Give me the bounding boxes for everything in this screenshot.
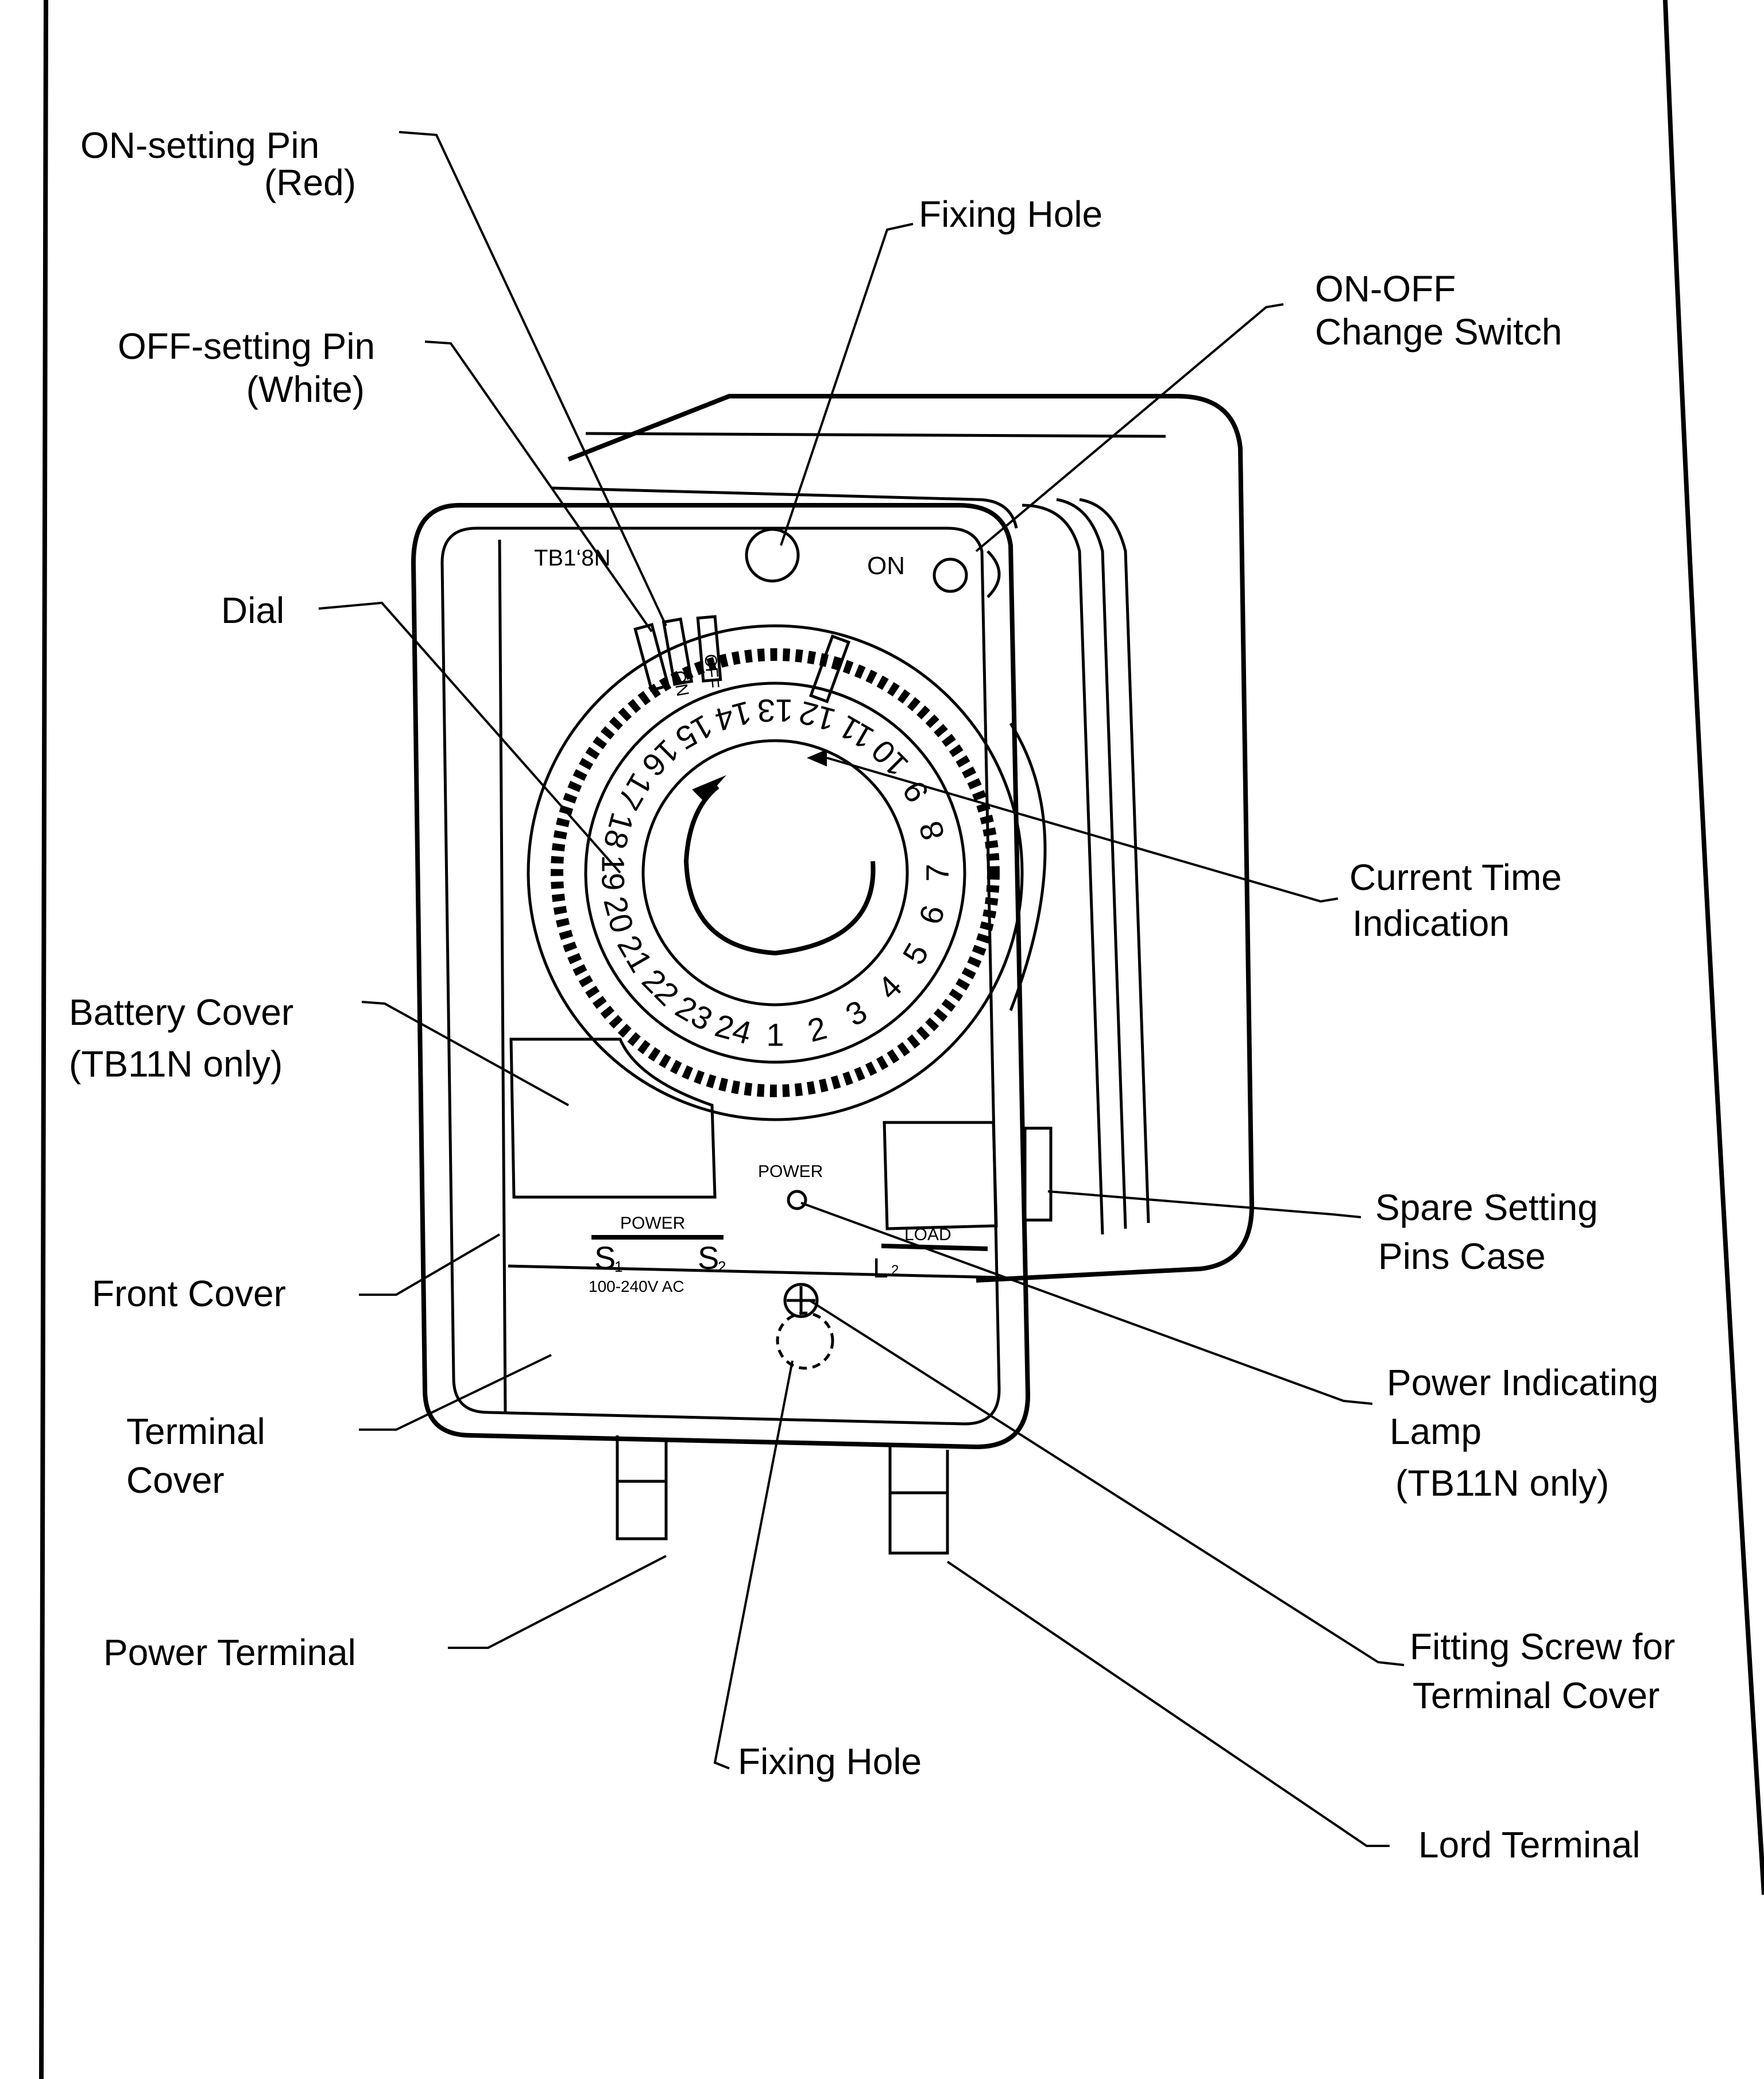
label-spare-setting-pins-case: Spare Setting	[1375, 1187, 1598, 1228]
on-off-switch-knob[interactable]	[933, 558, 968, 593]
dial-hour-5: 5	[895, 937, 935, 970]
label-terminal-cover: Terminal	[126, 1411, 265, 1452]
svg-text:(Red): (Red)	[264, 162, 356, 203]
spare-setting-pins-case[interactable]	[1023, 1126, 1053, 1222]
svg-text:ON: ON	[669, 669, 692, 698]
label-dial: Dial	[221, 590, 284, 631]
svg-text:Pins Case: Pins Case	[1378, 1236, 1546, 1277]
front-cover	[411, 503, 1031, 1450]
label-on-off-change-switch: ON-OFF	[1315, 268, 1456, 309]
svg-text:Change Switch: Change Switch	[1315, 311, 1562, 353]
svg-text:OFF: OFF	[701, 653, 722, 690]
label-power-indicating-lamp: Power Indicating	[1387, 1362, 1658, 1403]
label-off-setting-pin: OFF-setting Pin	[118, 326, 375, 367]
terminal-cover-edge	[508, 1264, 1000, 1279]
dial-hour-20: 20	[597, 893, 641, 936]
dial-hour-7: 7	[919, 864, 956, 881]
dial-hour-2: 2	[804, 1009, 830, 1049]
part-labels: ON-setting Pin (Red) Fixing Hole ON-OFF …	[69, 125, 1675, 1865]
svg-text:Indication: Indication	[1352, 903, 1510, 944]
label-battery-cover: Battery Cover	[69, 992, 293, 1033]
rotation-arrowhead	[692, 775, 726, 801]
off-setting-pin-shape[interactable]	[633, 622, 670, 692]
dial-plate	[527, 624, 1024, 1121]
dial-hour-6: 6	[912, 901, 951, 928]
rotation-arrow	[683, 784, 876, 956]
leader-lines	[318, 131, 1405, 1847]
svg-text:Cover: Cover	[126, 1459, 225, 1501]
dial-hour-18: 18	[597, 809, 641, 853]
dial-gear-ring	[551, 648, 1000, 1097]
dial-hour-1: 1	[766, 1017, 784, 1053]
power-terminal-shape	[616, 1435, 668, 1540]
battery-cover[interactable]	[509, 1037, 717, 1199]
svg-text:Lamp: Lamp	[1390, 1411, 1481, 1452]
dial-hour-24: 24	[711, 1007, 755, 1051]
model-marking: TB1‘8N	[534, 545, 610, 571]
rear-housing	[567, 394, 1255, 1283]
right-page-edge	[1663, 0, 1764, 1895]
fixing-hole-bottom-shape	[776, 1311, 834, 1370]
dial-side-gear	[1009, 722, 1047, 1011]
dial-hour-12: 12	[795, 694, 839, 738]
load-area-case	[883, 1121, 998, 1230]
svg-text:2: 2	[718, 1258, 726, 1275]
dial-hour-8: 8	[912, 818, 951, 844]
label-on-setting-pin: ON-setting Pin	[80, 125, 319, 166]
on-switch-label: ON	[867, 552, 905, 580]
power-terminal-header: POWER	[620, 1214, 685, 1233]
on-setting-pin-shape[interactable]	[662, 617, 694, 686]
label-fixing-hole-bottom: Fixing Hole	[738, 1741, 922, 1782]
label-front-cover: Front Cover	[92, 1273, 286, 1314]
dial-hour-11: 11	[833, 709, 880, 757]
voltage-rating: 100-240V AC	[589, 1277, 684, 1295]
label-fitting-screw: Fitting Screw for	[1410, 1626, 1675, 1667]
svg-text:(TB11N only): (TB11N only)	[69, 1043, 283, 1085]
power-lamp	[787, 1190, 807, 1210]
svg-text:Terminal Cover: Terminal Cover	[1413, 1675, 1659, 1716]
dial-hour-3: 3	[840, 993, 873, 1033]
label-power-terminal: Power Terminal	[103, 1632, 356, 1673]
svg-text:1: 1	[614, 1258, 622, 1275]
load-terminal-shape	[888, 1447, 949, 1555]
dial-hour-14: 14	[711, 694, 755, 738]
power-lamp-text: POWER	[758, 1162, 823, 1181]
load-terminal-header: LOAD	[904, 1225, 951, 1244]
svg-text:L: L	[873, 1253, 888, 1284]
dial-hour-13: 13	[757, 693, 793, 729]
label-fixing-hole-top: Fixing Hole	[919, 193, 1102, 235]
fitting-screw[interactable]	[783, 1283, 819, 1318]
svg-text:S: S	[594, 1240, 616, 1276]
dial-hour-19: 19	[595, 855, 632, 891]
label-lord-terminal: Lord Terminal	[1418, 1824, 1641, 1865]
current-time-pointer	[807, 749, 827, 766]
dial-hour-4: 4	[871, 968, 909, 1006]
svg-text:(TB11N only): (TB11N only)	[1395, 1462, 1609, 1504]
setting-pins[interactable]: ON OFF	[633, 615, 851, 704]
svg-text:(White): (White)	[246, 369, 365, 410]
dial-center	[641, 739, 909, 1006]
fixing-hole-top-shape	[745, 528, 800, 583]
left-page-edge	[39, 0, 48, 2079]
label-current-time-indication: Current Time	[1349, 857, 1562, 898]
